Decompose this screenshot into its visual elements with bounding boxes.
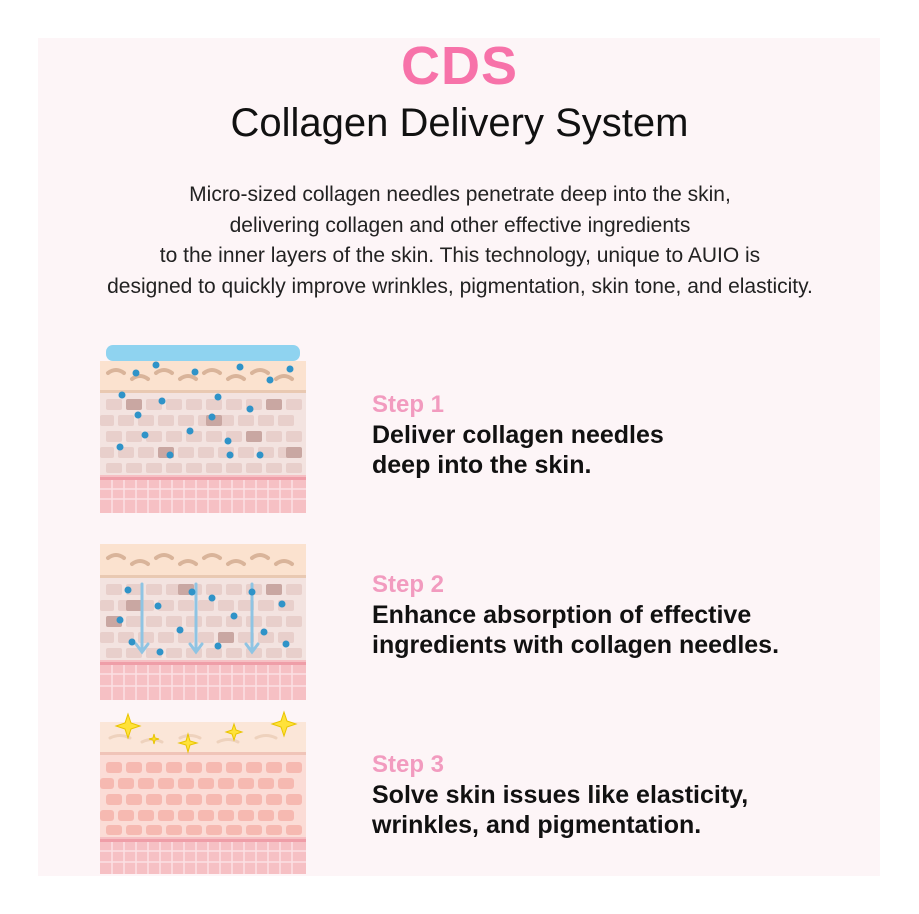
page-title: Collagen Delivery System (230, 101, 689, 145)
step-label: Step 2 (372, 571, 445, 598)
description-line: delivering collagen and other effective … (229, 213, 691, 237)
description-line: to the inner layers of the skin. This te… (159, 244, 761, 267)
skin-layer-illustration-step-3 (100, 710, 306, 874)
step-description-line: Solve skin issues like elasticity, (372, 781, 749, 809)
collagen-needle-dots (116, 361, 294, 459)
epidermis-layer (100, 361, 306, 393)
step-description-line: Enhance absorption of effective (372, 601, 752, 629)
step-description-line: ingredients with collagen needles. (372, 631, 780, 659)
step-description: Enhance absorption of effective ingredie… (372, 600, 892, 660)
step-description-line: deep into the skin. (372, 451, 592, 479)
collagen-patch (106, 345, 300, 361)
subcutaneous-layer (100, 660, 306, 700)
epidermis-layer (100, 544, 306, 578)
description-line: Micro-sized collagen needles penetrate d… (189, 183, 731, 206)
subcutaneous-layer (100, 475, 306, 513)
skin-layer-illustration-step-1 (100, 345, 306, 513)
step-3: Step 3 Solve skin issues like elasticity… (372, 750, 892, 840)
description-line: designed to quickly improve wrinkles, pi… (107, 274, 813, 298)
collagen-needle-dots (116, 586, 290, 656)
step-description: Solve skin issues like elasticity, wrink… (372, 780, 892, 840)
description: Micro-sized collagen needles penetrate d… (20, 180, 900, 302)
absorption-arrows (134, 582, 260, 655)
step-description-line: wrinkles, and pigmentation. (372, 811, 702, 839)
subcutaneous-layer (100, 837, 306, 874)
step-1: Step 1 Deliver collagen needles deep int… (372, 390, 892, 480)
step-label: Step 1 (372, 391, 445, 418)
dermis-layer (100, 578, 306, 660)
skin-layer-illustration-step-2 (100, 544, 306, 700)
sparkle-icon (114, 710, 298, 754)
step-2: Step 2 Enhance absorption of effective i… (372, 570, 892, 660)
dermis-layer (100, 393, 306, 475)
dermis-layer (100, 755, 306, 837)
brand-title: CDS (400, 36, 518, 96)
step-label: Step 3 (372, 751, 445, 778)
step-description-line: Deliver collagen needles (372, 421, 664, 449)
step-description: Deliver collagen needles deep into the s… (372, 420, 892, 480)
